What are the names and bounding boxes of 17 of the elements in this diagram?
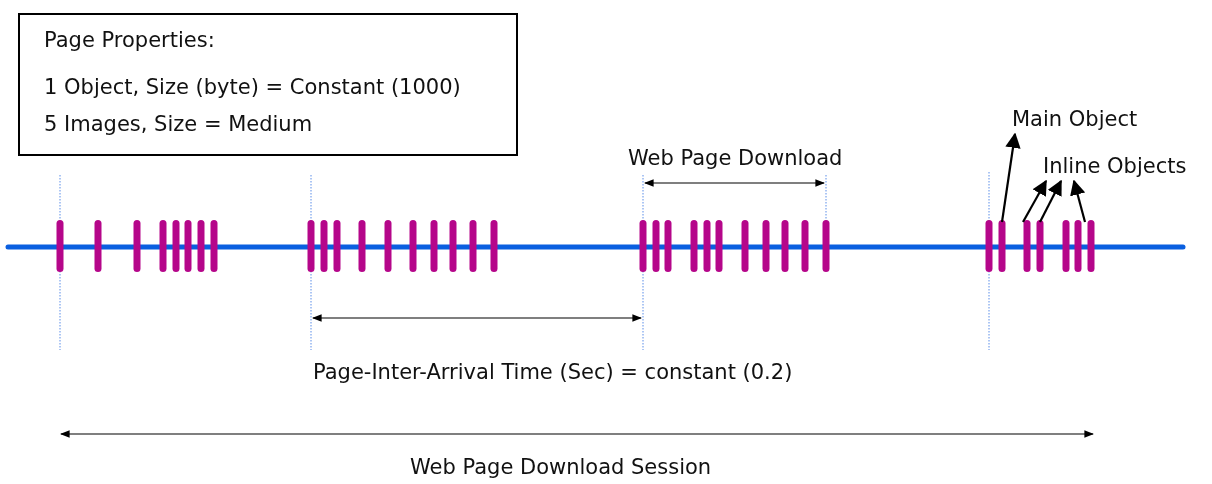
packet-bar xyxy=(1036,220,1044,272)
callout-label: Inline Objects xyxy=(1043,153,1187,179)
packet-bar xyxy=(998,220,1006,272)
box-heading: Page Properties: xyxy=(44,27,215,53)
dimension-label: Web Page Download xyxy=(628,145,843,171)
property-text: 1 Object, Size (byte) = Constant (1000) xyxy=(44,74,461,100)
dimension-label: Web Page Download Session xyxy=(410,454,712,480)
leader-arrow xyxy=(1070,179,1087,223)
property-text: 5 Images, Size = Medium xyxy=(44,111,313,137)
leader-arrow xyxy=(1022,179,1047,223)
dimension-label: Page-Inter-Arrival Time (Sec) = constant (0.2) xyxy=(313,359,793,385)
properties-box xyxy=(18,13,518,156)
callout-label: Main Object xyxy=(1012,106,1138,132)
leader-arrow xyxy=(1039,179,1062,223)
packet-bar xyxy=(1023,220,1031,272)
leader-arrow xyxy=(1000,132,1021,223)
packet-bar xyxy=(1074,220,1082,272)
